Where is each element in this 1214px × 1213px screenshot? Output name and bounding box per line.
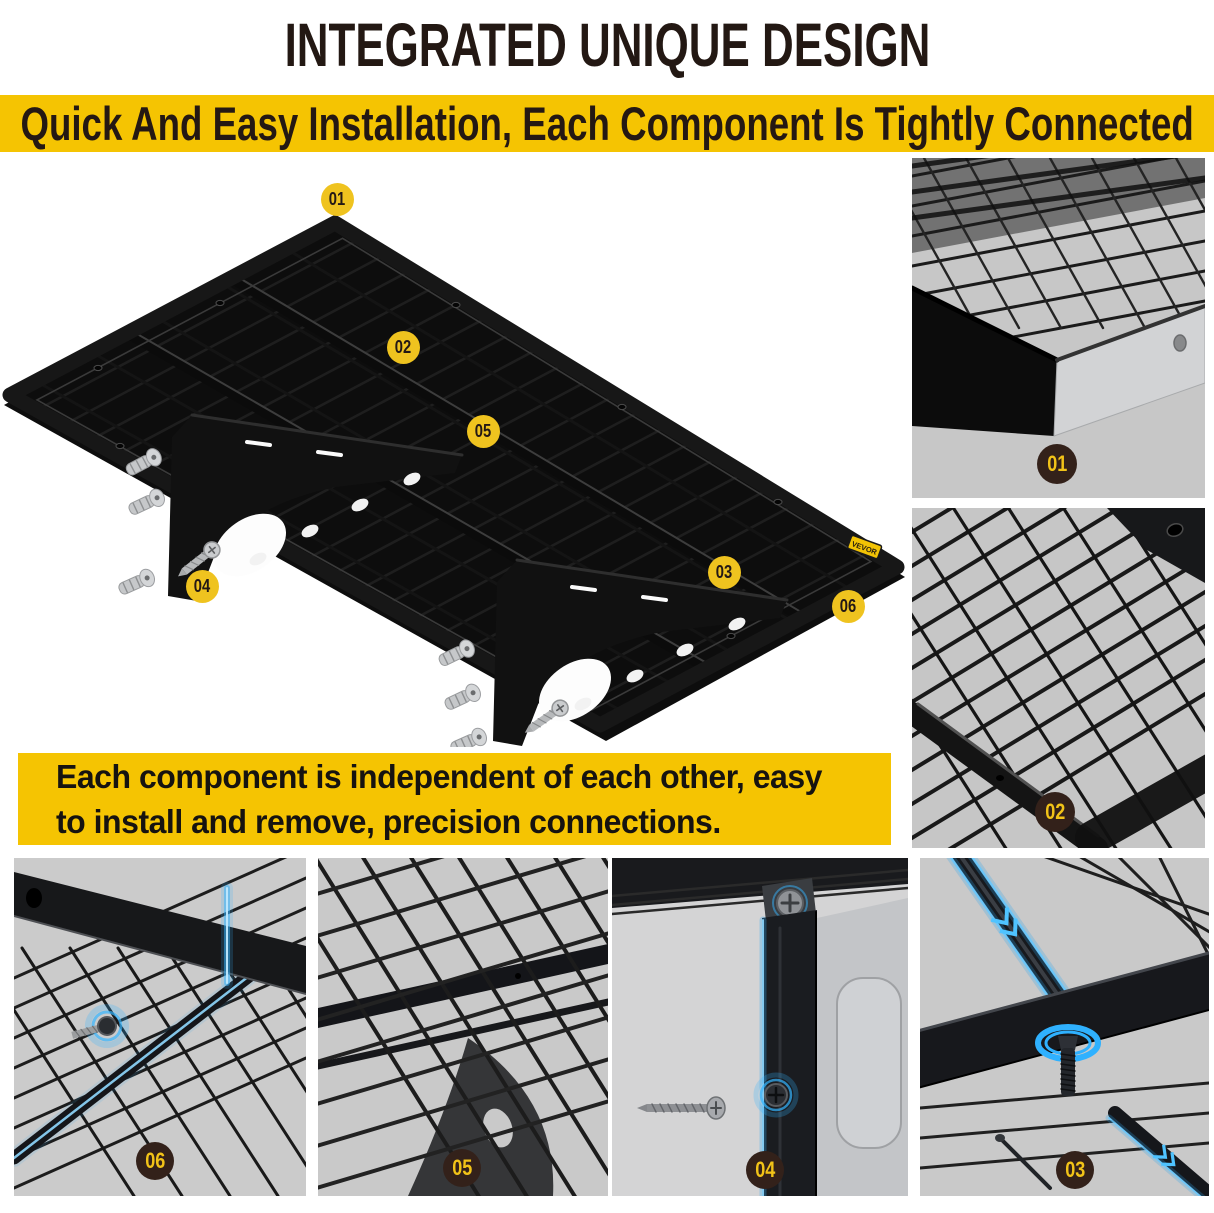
callout-badge-03: 03 <box>708 556 741 589</box>
callout-badge-06: 06 <box>832 590 865 623</box>
detail-badge-04: 04 <box>746 1151 784 1189</box>
brand-tag: VEVOR <box>847 534 883 560</box>
detail-panel-06: 06 <box>14 858 306 1196</box>
rail-bolt-illustration <box>920 858 1209 1196</box>
detail-panel-02: 02 <box>912 508 1205 848</box>
wall-shelf-illustration: VEVOR <box>2 215 905 747</box>
subtitle-banner: Quick And Easy Installation, Each Compon… <box>0 95 1214 152</box>
corner-detail-illustration <box>912 158 1205 498</box>
callout-badge-04: 04 <box>186 570 219 603</box>
bracket-screw-illustration <box>612 858 908 1196</box>
info-box: Each component is independent of each ot… <box>18 753 891 845</box>
main-product-figure: VEVOR 01 02 05 04 03 06 <box>0 155 905 747</box>
info-line-1: Each component is independent of each ot… <box>56 758 823 795</box>
detail-panel-05: 05 <box>318 858 608 1196</box>
detail-panel-01: 01 <box>912 158 1205 498</box>
callout-badge-05: 05 <box>467 415 500 448</box>
detail-badge-02: 02 <box>1035 792 1075 832</box>
page-title-text: INTEGRATED UNIQUE DESIGN <box>284 11 930 79</box>
callout-badge-01: 01 <box>321 183 354 216</box>
detail-panel-04: 04 <box>612 858 908 1196</box>
detail-badge-05: 05 <box>443 1149 481 1187</box>
subtitle-banner-text: Quick And Easy Installation, Each Compon… <box>20 97 1194 150</box>
detail-badge-03: 03 <box>1056 1151 1094 1189</box>
page-title: INTEGRATED UNIQUE DESIGN <box>0 10 1214 80</box>
mesh-detail-illustration <box>912 508 1205 848</box>
detail-badge-06: 06 <box>136 1142 174 1180</box>
info-line-2: to install and remove, precision connect… <box>56 803 721 840</box>
frame-seam-illustration <box>14 858 306 1196</box>
detail-badge-01: 01 <box>1037 444 1077 484</box>
detail-panel-03: 03 <box>920 858 1209 1196</box>
callout-badge-02: 02 <box>387 331 420 364</box>
grid-cross-illustration <box>318 858 608 1196</box>
